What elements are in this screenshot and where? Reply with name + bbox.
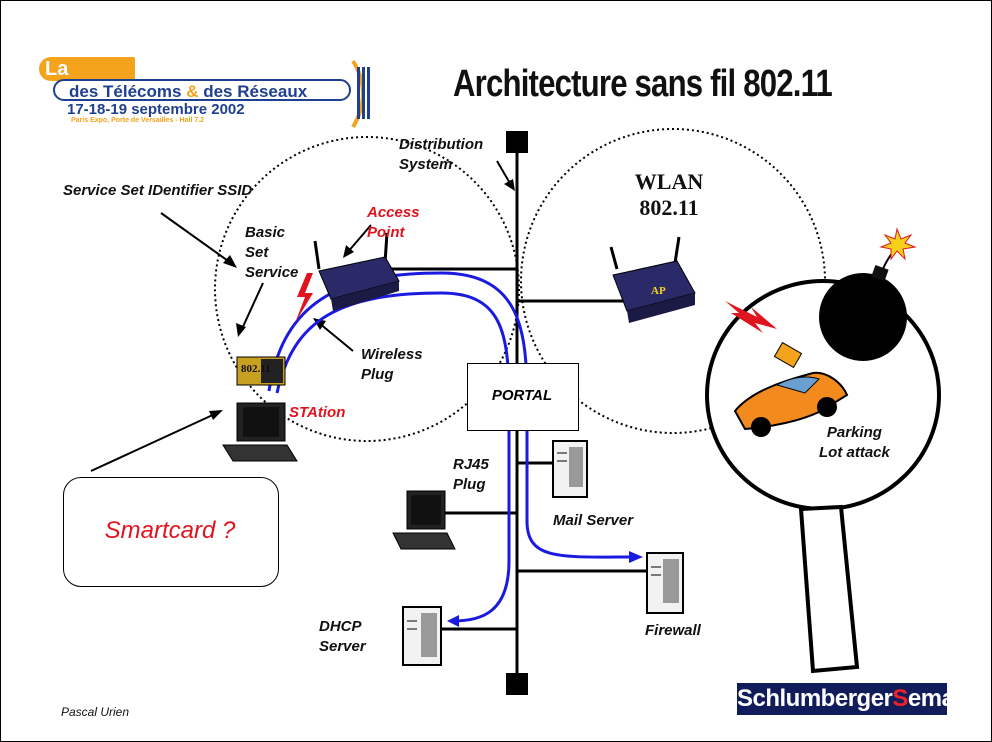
mail-server-icon: [552, 440, 588, 498]
event-logo-stripes: [357, 67, 370, 119]
event-logo-venue: Paris Expo, Porte de Versailles - Hall 7…: [71, 117, 205, 124]
slide-title: Architecture sans fil 802.11: [453, 63, 833, 105]
dhcp-server-icon: [402, 606, 442, 666]
portal-box: [467, 363, 579, 431]
rj45-laptop-icon: [392, 490, 456, 550]
wlan-label: WLAN 802.11: [634, 169, 704, 220]
path-to-firewall: [267, 271, 638, 559]
backbone-top-terminator: [506, 131, 528, 153]
event-logo-dates: 17-18-19 septembre 2002: [67, 101, 245, 118]
path-to-dhcp: [275, 291, 511, 623]
attacker-card-icon: [773, 341, 803, 369]
brand-logo: SchlumbergerSema: [737, 683, 955, 715]
bss-cell-left: [214, 136, 520, 442]
smartcard-label: Smartcard ?: [104, 517, 236, 544]
firewall-label: Firewall: [645, 622, 701, 639]
station-laptop-icon: [222, 402, 298, 462]
wireless-plug-label: Wireless Plug: [361, 346, 423, 383]
backbone-bottom-terminator: [506, 673, 528, 695]
firewall-server-icon: [646, 552, 684, 614]
parking-attack-label: Parking Lot attack: [819, 424, 890, 461]
pcmcia-card-icon: [236, 356, 286, 386]
car-icon: [733, 371, 849, 437]
smartcard-box: [63, 477, 279, 587]
portal-label: PORTAL: [491, 387, 553, 404]
wireless-lightning-icon: [295, 273, 313, 323]
ssid-label: Service Set IDentifier SSID: [63, 182, 253, 199]
mail-server-label: Mail Server: [553, 512, 634, 529]
magnifier-icon: [705, 279, 941, 674]
station-label: STAtion: [289, 404, 346, 421]
basic-set-service-label: Basic Set Service: [245, 224, 299, 281]
author-label: Pascal Urien: [61, 705, 130, 719]
rj45-plug-label: RJ45 Plug: [453, 456, 489, 493]
access-point-2-icon: [609, 236, 696, 323]
dhcp-server-label: DHCP Server: [319, 618, 366, 655]
distribution-system-label: Distribution System: [399, 136, 484, 173]
bomb-icon: [819, 227, 917, 361]
attack-lightning-icon: [725, 301, 777, 333]
access-point-icon: [313, 232, 400, 311]
event-logo-middle: des Télécoms & des Réseaux: [53, 79, 351, 101]
access-point-label: Access Point: [367, 204, 420, 241]
card-label: 802.11: [241, 363, 271, 375]
ap-badge: AP: [651, 285, 666, 297]
